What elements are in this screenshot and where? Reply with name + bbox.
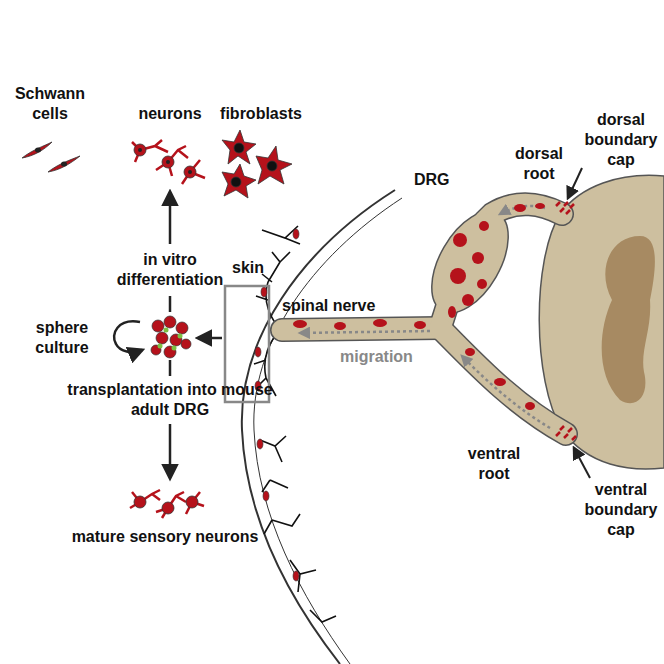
nerve-roots xyxy=(282,199,566,434)
boundary-caps xyxy=(556,202,576,440)
grey-matter xyxy=(602,236,655,403)
sphere-cluster xyxy=(151,316,191,358)
flow-line xyxy=(169,296,172,312)
label-text: ventral root xyxy=(454,444,534,484)
skin xyxy=(225,190,402,664)
label-text: DRG xyxy=(414,170,464,190)
loop-arrow xyxy=(114,321,142,352)
label-text: migration xyxy=(340,347,430,367)
neuron-cells xyxy=(132,140,205,184)
label-text: transplantation into mouse adult DRG xyxy=(60,380,280,420)
label-text: spinal nerve xyxy=(282,296,402,316)
flow-arrow xyxy=(169,192,172,244)
flow-arrow xyxy=(169,424,172,478)
leader-arrow xyxy=(574,448,590,478)
label-text: Schwann cells xyxy=(8,84,92,124)
label-text: sphere culture xyxy=(24,318,100,358)
label-text: fibroblasts xyxy=(206,104,316,124)
label-text: ventral boundary cap xyxy=(582,480,660,540)
mature-neuron-cells xyxy=(130,490,204,518)
schwann-cells xyxy=(22,142,80,172)
migration-arrows xyxy=(300,206,550,428)
label-text: skin xyxy=(226,258,270,278)
label-text: dorsal boundary cap xyxy=(582,110,660,170)
fibroblast-cells xyxy=(222,130,292,198)
label-text: neurons xyxy=(128,104,212,124)
label-text: mature sensory neurons xyxy=(30,527,300,547)
flow-arrow xyxy=(198,337,222,340)
flow-line xyxy=(169,360,172,376)
label-text: dorsal root xyxy=(508,144,570,184)
label-text: in vitro differentiation xyxy=(106,250,234,290)
leader-arrow xyxy=(568,168,582,198)
